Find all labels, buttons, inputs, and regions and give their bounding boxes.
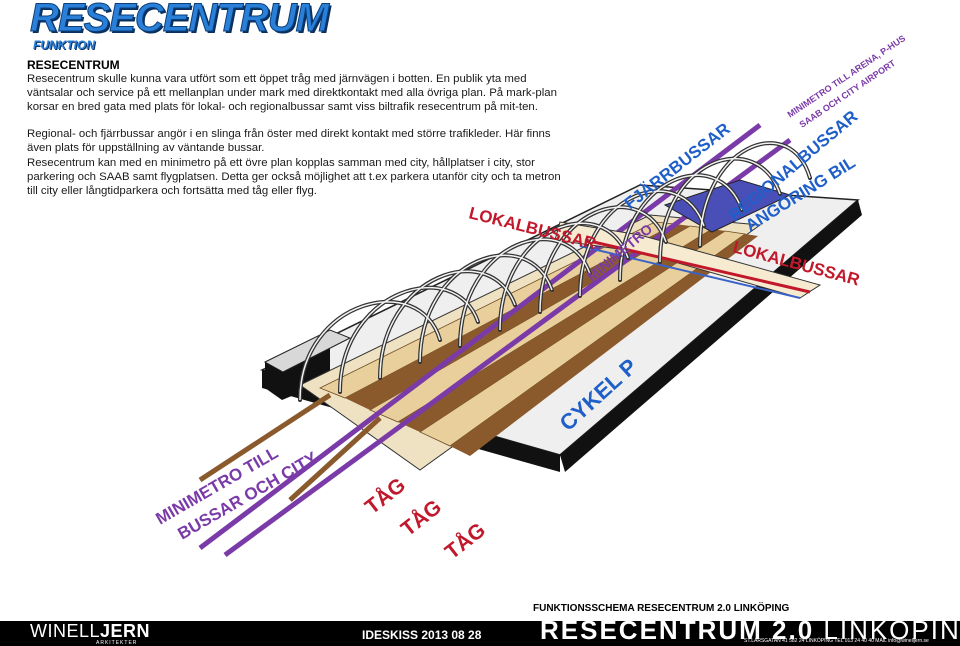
bus-lane-blue [579,245,801,299]
page-title: RESECENTRUM [30,0,330,41]
rail-extension-1 [198,392,332,483]
label-minimetro-arena-1: MINIMETRO TILL ARENA, P-HUS [786,33,908,120]
footer-title-light: LINKÖPING [823,615,960,645]
station-diagram: LOKALBUSSAR MINIMETRO FJÄRRBUSSAR REGION… [153,33,908,564]
description-paragraph-2: Regional- och fjärrbussar angör i en sli… [27,128,551,154]
description-paragraph-3: Resecentrum kan med en minimetro på ett … [27,157,561,197]
page-subtitle: FUNKTION [33,38,95,52]
firm-logo: WINELLJERN [30,621,150,642]
track-2 [398,229,725,432]
label-tag-2: TÅG [396,495,446,541]
label-tag-3: TÅG [440,518,490,564]
front-block-top [263,329,352,373]
footer-title-bold: RESECENTRUM 2.0 [540,615,815,645]
footer-title: RESECENTRUM 2.0 LINKÖPING [540,615,960,646]
sketch-date: IDESKISS 2013 08 28 [362,628,482,642]
bus-terminal-area [663,179,792,233]
metro-line-1 [198,123,762,550]
label-tag-1: TÅG [360,473,410,519]
canopy-arches-highlight [299,142,811,401]
firm-address: ST.LARSGATAN 41 582 24 LINKÖPING TEL 013… [744,638,929,644]
firm-name-bold: JERN [100,621,151,641]
rail-extension-2 [288,416,382,502]
slab-side-right [560,200,862,472]
track-3 [450,234,758,456]
firm-subtitle: ARKITEKTER [96,640,138,646]
footer-bar [0,621,960,646]
section-heading: RESECENTRUM [27,58,120,72]
firm-name-light: WINELL [30,621,101,641]
description-paragraph-1: Resecentrum skulle kunna vara utfört som… [27,73,557,113]
schema-caption: FUNKTIONSSCHEMA RESECENTRUM 2.0 LINKÖPIN… [533,603,790,614]
track-1 [345,224,690,410]
